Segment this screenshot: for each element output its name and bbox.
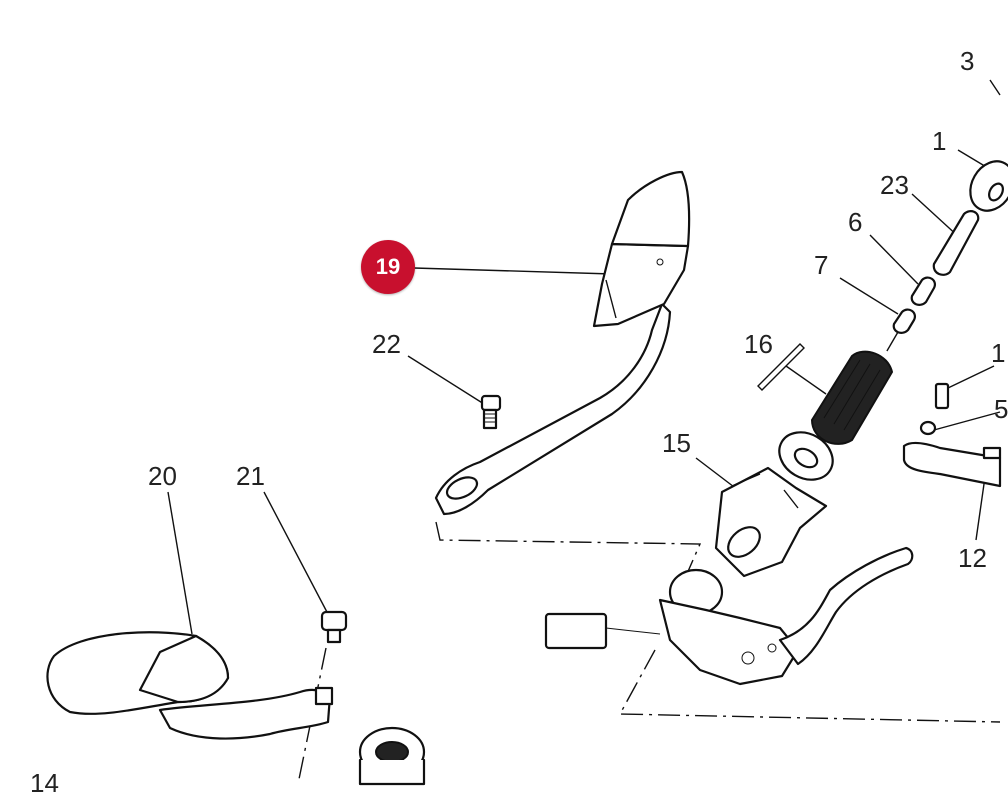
part-16-grip [757,343,894,481]
part-23-weight [932,210,980,276]
callout-3[interactable]: 3 [960,46,975,76]
part-22-screw [480,394,502,430]
callout-1[interactable]: 1 [932,126,947,156]
leader-lines [167,79,1001,635]
callout-7[interactable]: 7 [814,250,829,280]
callout-15[interactable]: 15 [662,428,691,458]
part-14-reservoir [358,726,426,786]
callout-partial-5[interactable]: 5 [994,394,1008,424]
callout-6[interactable]: 6 [848,207,863,237]
callout-14[interactable]: 14 [30,768,59,798]
callout-23[interactable]: 23 [880,170,909,200]
callout-21[interactable]: 21 [236,461,265,491]
exploded-parts-diagram: 19 3 1 23 6 7 16 22 15 20 21 12 14 1 5 [30,46,1008,796]
part-15-switch-housing [714,466,828,578]
part-12-lever-right [902,382,1002,488]
diagram-drawing [46,79,1008,786]
part-6-spacer [910,276,936,306]
part-21-screw [320,610,348,644]
callout-16[interactable]: 16 [744,329,773,359]
callout-22[interactable]: 22 [372,329,401,359]
part-7-spacer [892,308,916,334]
master-cylinder-assembly [544,546,914,686]
part-20-mirror [46,631,334,740]
callout-12[interactable]: 12 [958,543,987,573]
callout-20[interactable]: 20 [148,461,177,491]
part-1-bar-end [969,160,1008,212]
part-19-lever-guard [434,170,691,516]
callout-19-highlighted[interactable]: 19 [361,240,415,294]
callout-partial-1[interactable]: 1 [991,338,1006,368]
assembly-lines [297,331,1001,785]
